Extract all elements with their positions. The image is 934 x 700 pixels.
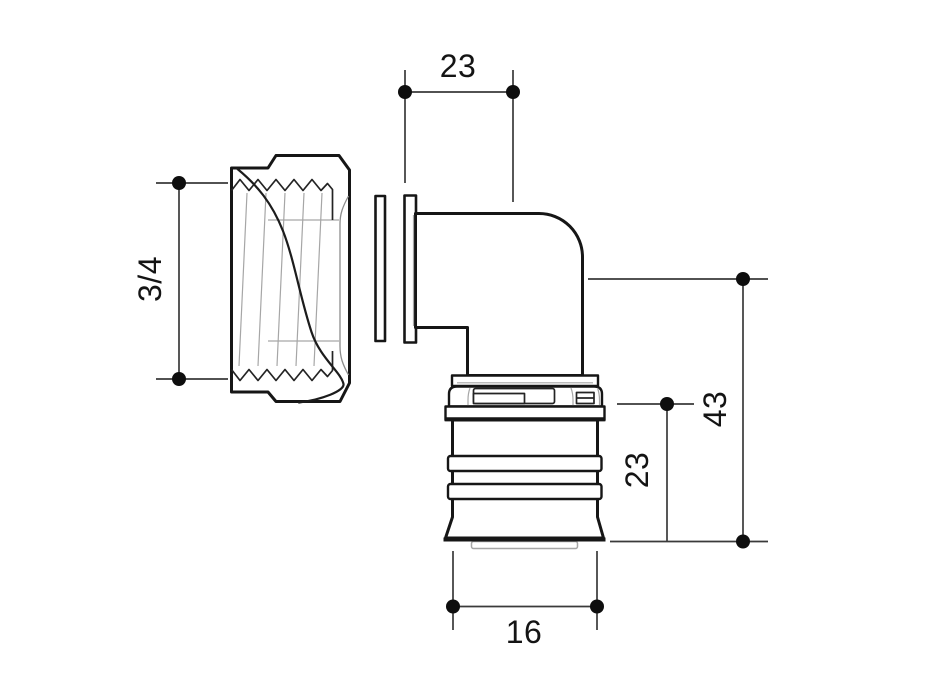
dim-marker-dot (736, 272, 750, 286)
nut-outline (230, 154, 351, 403)
sealing-washer (374, 194, 387, 343)
grip-cap-window-inner (472, 392, 526, 405)
grip-cap-right-curve-a (570, 387, 574, 406)
dim-pipe-diameter: 16 (446, 551, 604, 650)
dim-top-width-label: 23 (440, 48, 477, 84)
dim-overall-height-label: 43 (697, 391, 733, 428)
grip-cap-right-curve-b (596, 387, 601, 406)
grip-cap-left-curve (467, 387, 471, 406)
nut-thread-flank-lines (238, 192, 323, 367)
dim-thread-size-reference-lines (156, 182, 228, 380)
dim-pipe-diameter-extension-lines (452, 551, 598, 630)
dim-marker-dot (660, 397, 674, 411)
dim-overall-height-reference-lines (588, 278, 768, 543)
ridge-band-upper (446, 454, 603, 473)
dim-thread-size: 3/4 (132, 176, 228, 386)
dim-marker-dot (398, 85, 412, 99)
nut-thread-zigzag-bottom (230, 351, 334, 382)
ridge-band-lower (446, 482, 603, 501)
elbow-outline (414, 212, 584, 377)
dim-pipe-diameter-label: 16 (506, 614, 543, 650)
nut-thread-zigzag-top (230, 178, 334, 220)
dim-marker-dot (172, 372, 186, 386)
dim-marker-dot (506, 85, 520, 99)
dim-overall-height: 43 (588, 272, 768, 549)
nut-facet-line (339, 195, 350, 376)
nut-shoulder-lines (268, 219, 339, 342)
dim-top-width: 23 (398, 48, 520, 202)
washer-outline (374, 194, 387, 343)
push-fit-connector (443, 374, 606, 550)
dim-thread-size-label: 3/4 (132, 256, 168, 302)
dim-insert-depth: 23 (617, 397, 694, 542)
dim-marker-dot (446, 599, 460, 614)
dim-marker-dot (590, 599, 604, 614)
swivel-nut (230, 154, 351, 404)
pipe-liner (470, 540, 579, 550)
dim-marker-dot (172, 176, 186, 190)
dim-insert-depth-label: 23 (619, 452, 655, 489)
dim-marker-dot (736, 534, 750, 549)
elbow-body (403, 194, 584, 377)
nut-section-break-curve (236, 167, 345, 404)
dim-top-width-extension-lines (404, 70, 514, 202)
connector-body (444, 418, 605, 540)
collar-plate (450, 374, 600, 388)
